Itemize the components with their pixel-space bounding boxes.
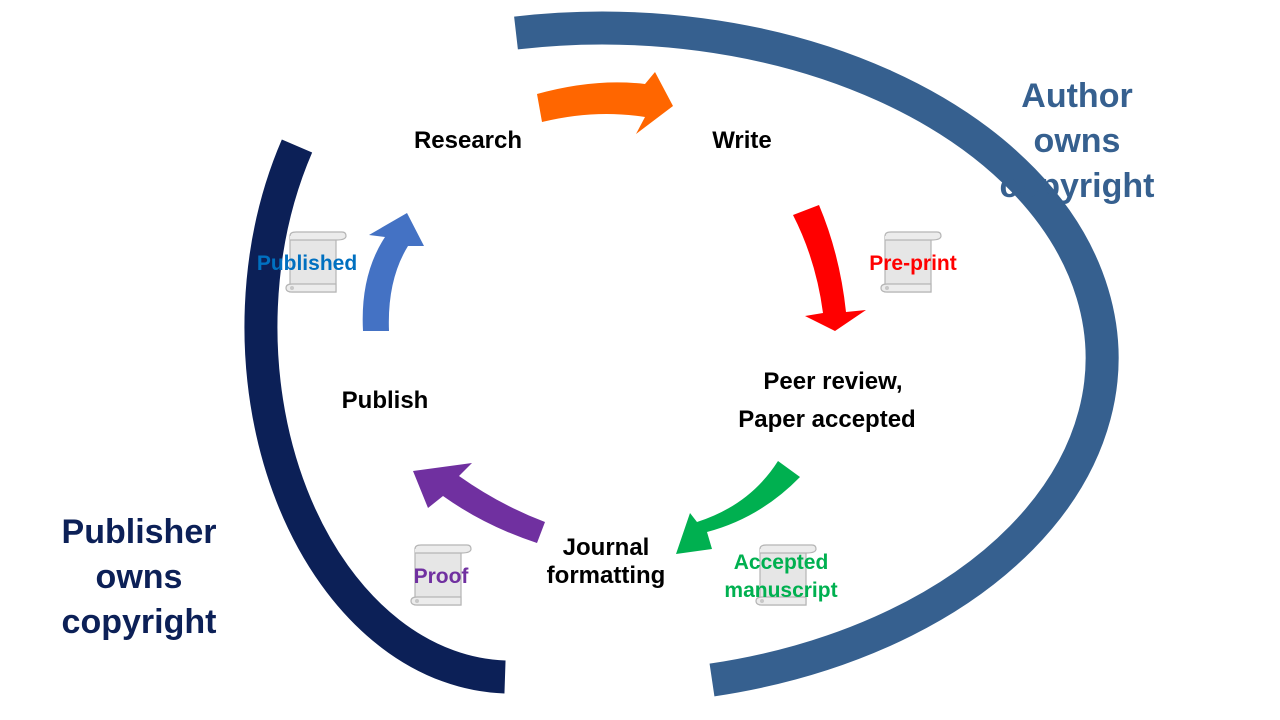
publisher-owns-line3: copyright <box>62 603 217 641</box>
write-to-peer-review-arrow <box>793 205 866 331</box>
stage-research: Research <box>414 127 522 154</box>
doc-published: Published <box>257 252 357 275</box>
stage-write: Write <box>712 127 772 154</box>
author-owns-line1: Author <box>1021 77 1132 115</box>
doc-accepted-line1: Accepted <box>734 551 829 574</box>
publisher-copyright-arc <box>244 139 506 694</box>
research-to-write-arrow <box>537 72 673 134</box>
stage-journal-line1: Journal <box>563 534 650 561</box>
publisher-owns-line2: owns <box>96 558 183 596</box>
journal-to-publish-arrow <box>413 463 545 543</box>
stage-peer-review-line1: Peer review, <box>763 368 902 395</box>
author-owns-line3: copyright <box>1000 167 1155 205</box>
stage-peer-review-line2: Paper accepted <box>738 406 915 433</box>
publisher-owns-line1: Publisher <box>62 513 217 551</box>
stage-journal-line2: formatting <box>547 562 666 589</box>
author-copyright-arc <box>514 11 1119 697</box>
doc-accepted-line2: manuscript <box>724 579 837 602</box>
doc-proof: Proof <box>414 565 470 588</box>
publish-to-research-arrow <box>362 213 424 331</box>
doc-preprint: Pre-print <box>869 252 957 275</box>
author-owns-line2: owns <box>1034 122 1121 160</box>
stage-publish: Publish <box>342 387 429 414</box>
peer-review-to-journal-arrow <box>676 461 800 554</box>
